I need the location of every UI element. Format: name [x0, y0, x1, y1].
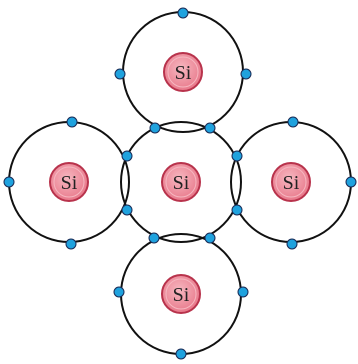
atom-label-center: Si: [173, 172, 190, 194]
shared-electron: [205, 233, 215, 243]
atom-label-top: Si: [175, 62, 192, 84]
nucleus-right: Si: [272, 163, 310, 201]
electron: [67, 117, 77, 127]
shared-electron: [232, 205, 242, 215]
atom-label-bottom: Si: [173, 284, 190, 306]
electron: [238, 287, 248, 297]
atom-label-left: Si: [61, 172, 78, 194]
shared-electron: [205, 123, 215, 133]
electron: [176, 349, 186, 359]
electron: [66, 239, 76, 249]
electron: [178, 8, 188, 18]
electron: [114, 287, 124, 297]
shared-electron: [149, 233, 159, 243]
shared-electron: [122, 205, 132, 215]
electron: [288, 117, 298, 127]
shared-electron: [122, 151, 132, 161]
atom-label-right: Si: [283, 172, 300, 194]
nucleus-center: Si: [162, 163, 200, 201]
electron: [241, 69, 251, 79]
electron: [346, 177, 356, 187]
electron: [4, 177, 14, 187]
shared-electron: [232, 151, 242, 161]
nucleus-bottom: Si: [162, 275, 200, 313]
shared-electron: [150, 123, 160, 133]
nucleus-top: Si: [164, 53, 202, 91]
electron: [287, 239, 297, 249]
electron: [115, 69, 125, 79]
nucleus-left: Si: [50, 163, 88, 201]
